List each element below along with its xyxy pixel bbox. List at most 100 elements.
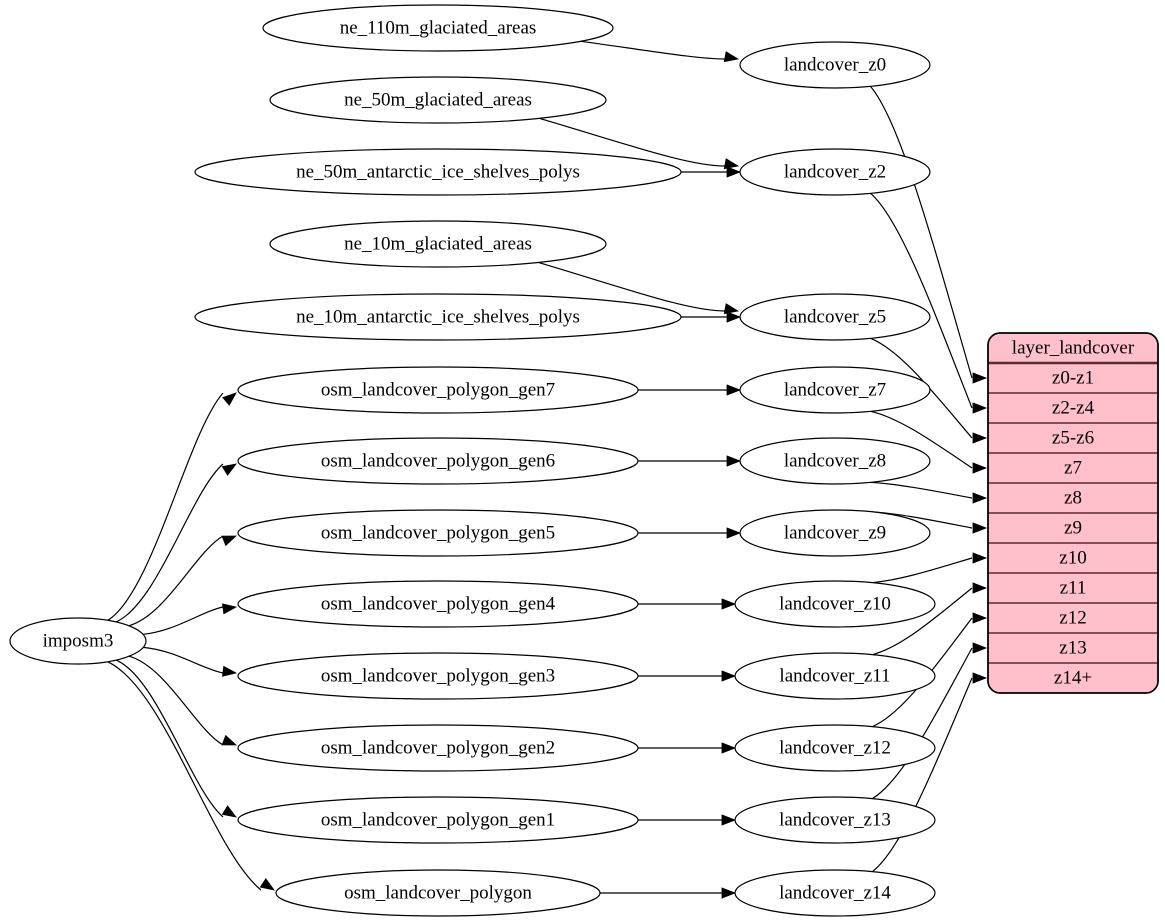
node-osm_landcover_polygon[interactable]: osm_landcover_polygon <box>275 869 601 917</box>
node-shape-landcover_z11 <box>734 652 936 700</box>
node-landcover_z11[interactable]: landcover_z11 <box>734 652 936 700</box>
node-label-landcover_z13: landcover_z13 <box>779 809 891 830</box>
edge-arrowhead <box>972 582 988 594</box>
node-label-landcover_z14: landcover_z14 <box>779 882 891 903</box>
node-osm_landcover_polygon_gen6[interactable]: osm_landcover_polygon_gen6 <box>237 437 639 485</box>
layer-table-row-z5_z6[interactable]: z5-z6 <box>1052 427 1094 448</box>
edge-landcover_z10-to-layer_landcover-z10 <box>872 557 973 584</box>
edge-arrowhead <box>222 392 237 406</box>
node-landcover_z13[interactable]: landcover_z13 <box>734 796 936 844</box>
edge-arrowhead <box>972 402 988 414</box>
node-label-landcover_z10: landcover_z10 <box>779 593 891 614</box>
node-shape-landcover_z7 <box>739 366 931 414</box>
node-shape-ne_50m_antarctic_ice_shelves_polys <box>194 148 682 196</box>
edge-arrowhead <box>721 814 737 826</box>
edge-ne_10m_glaciated_areas-to-landcover_z5 <box>538 261 726 312</box>
node-landcover_z2[interactable]: landcover_z2 <box>739 148 931 196</box>
node-label-ne_50m_glaciated_areas: ne_50m_glaciated_areas <box>344 89 532 110</box>
edge-arrowhead <box>972 522 988 534</box>
node-label-osm_landcover_polygon_gen5: osm_landcover_polygon_gen5 <box>321 522 555 543</box>
edge-arrowhead <box>726 455 742 467</box>
node-shape-osm_landcover_polygon_gen4 <box>237 580 639 628</box>
node-landcover_z7[interactable]: landcover_z7 <box>739 366 931 414</box>
edge-ne_50m_glaciated_areas-to-landcover_z2 <box>539 117 726 167</box>
edge-landcover_z0-to-layer_landcover-z0_z1 <box>870 85 973 379</box>
node-label-osm_landcover_polygon_gen1: osm_landcover_polygon_gen1 <box>321 809 555 830</box>
edge-arrowhead <box>221 463 237 476</box>
edge-arrowhead <box>221 535 238 547</box>
edge-arrowhead <box>972 612 988 624</box>
edges-layer <box>107 40 988 899</box>
node-shape-osm_landcover_polygon <box>275 869 601 917</box>
layer-table-row-z12[interactable]: z12 <box>1059 607 1086 628</box>
node-label-imposm3: imposm3 <box>43 630 114 651</box>
edge-landcover_z5-to-layer_landcover-z5_z6 <box>870 337 973 439</box>
edge-arrowhead <box>972 462 988 474</box>
node-landcover_z8[interactable]: landcover_z8 <box>739 437 931 485</box>
node-shape-landcover_z13 <box>734 796 936 844</box>
layer-table-row-z2_z4[interactable]: z2-z4 <box>1052 397 1095 418</box>
edge-imposm3-to-osm_landcover_polygon_gen5 <box>128 535 224 627</box>
node-label-landcover_z5: landcover_z5 <box>784 306 886 327</box>
node-imposm3[interactable]: imposm3 <box>9 617 147 665</box>
node-shape-ne_50m_glaciated_areas <box>269 76 607 124</box>
node-label-landcover_z7: landcover_z7 <box>784 379 886 400</box>
node-landcover_z14[interactable]: landcover_z14 <box>734 869 936 917</box>
layer-table-row-z0_z1[interactable]: z0-z1 <box>1052 367 1094 388</box>
node-osm_landcover_polygon_gen3[interactable]: osm_landcover_polygon_gen3 <box>237 652 639 700</box>
node-ne_10m_glaciated_areas[interactable]: ne_10m_glaciated_areas <box>269 220 607 268</box>
node-shape-osm_landcover_polygon_gen5 <box>237 509 639 557</box>
edge-ne_110m_glaciated_areas-to-landcover_z0 <box>580 40 726 60</box>
node-osm_landcover_polygon_gen7[interactable]: osm_landcover_polygon_gen7 <box>237 366 639 414</box>
nodes-layer: imposm3 ne_110m_glaciated_areas ne_50m_gla… <box>9 4 936 917</box>
edge-arrowhead <box>726 384 742 396</box>
node-landcover_z0[interactable]: landcover_z0 <box>739 41 931 89</box>
edge-arrowhead <box>721 598 737 610</box>
edge-imposm3-to-osm_landcover_polygon <box>107 661 262 891</box>
edge-arrowhead <box>259 878 275 891</box>
node-landcover_z10[interactable]: landcover_z10 <box>734 580 936 628</box>
layer-table-row-z11[interactable]: z11 <box>1060 577 1087 598</box>
node-shape-ne_110m_glaciated_areas <box>262 4 614 52</box>
layer-table-row-z7[interactable]: z7 <box>1064 457 1082 478</box>
node-shape-landcover_z0 <box>739 41 931 89</box>
node-label-landcover_z12: landcover_z12 <box>779 737 891 758</box>
node-osm_landcover_polygon_gen1[interactable]: osm_landcover_polygon_gen1 <box>237 796 639 844</box>
node-label-osm_landcover_polygon_gen3: osm_landcover_polygon_gen3 <box>321 665 555 686</box>
layer-table-row-z8[interactable]: z8 <box>1064 487 1082 508</box>
layer-table-border <box>987 332 1159 694</box>
edge-arrowhead <box>221 734 238 746</box>
node-label-landcover_z8: landcover_z8 <box>784 450 886 471</box>
layer-table-row-z13[interactable]: z13 <box>1059 637 1086 658</box>
node-landcover_z12[interactable]: landcover_z12 <box>734 724 936 772</box>
edge-arrowhead <box>221 805 237 818</box>
edge-arrowhead <box>723 51 740 63</box>
layer-table-row-z9[interactable]: z9 <box>1064 517 1082 538</box>
node-osm_landcover_polygon_gen5[interactable]: osm_landcover_polygon_gen5 <box>237 509 639 557</box>
edge-imposm3-to-osm_landcover_polygon_gen4 <box>143 606 224 635</box>
edge-arrowhead <box>723 303 740 315</box>
node-landcover_z9[interactable]: landcover_z9 <box>739 509 931 557</box>
edge-arrowhead <box>221 665 238 677</box>
edge-arrowhead <box>721 670 737 682</box>
node-label-osm_landcover_polygon_gen7: osm_landcover_polygon_gen7 <box>321 379 555 400</box>
layer-table-row-z14p[interactable]: z14+ <box>1054 667 1092 688</box>
node-ne_50m_glaciated_areas[interactable]: ne_50m_glaciated_areas <box>269 76 607 124</box>
layer-table-row-z10[interactable]: z10 <box>1059 547 1086 568</box>
node-osm_landcover_polygon_gen2[interactable]: osm_landcover_polygon_gen2 <box>237 724 639 772</box>
edge-imposm3-to-osm_landcover_polygon_gen1 <box>115 659 224 818</box>
node-ne_50m_antarctic_ice_shelves_polys[interactable]: ne_50m_antarctic_ice_shelves_polys <box>194 148 682 196</box>
node-landcover_z5[interactable]: landcover_z5 <box>739 293 931 341</box>
node-label-osm_landcover_polygon_gen2: osm_landcover_polygon_gen2 <box>321 737 555 758</box>
node-shape-osm_landcover_polygon_gen1 <box>237 796 639 844</box>
node-ne_10m_antarctic_ice_shelves_polys[interactable]: ne_10m_antarctic_ice_shelves_polys <box>194 293 682 341</box>
layer-table-header: layer_landcover <box>1012 337 1135 358</box>
node-osm_landcover_polygon_gen4[interactable]: osm_landcover_polygon_gen4 <box>237 580 639 628</box>
node-ne_110m_glaciated_areas[interactable]: ne_110m_glaciated_areas <box>262 4 614 52</box>
edge-arrowhead <box>221 603 238 615</box>
edge-arrowhead <box>723 158 740 170</box>
edge-imposm3-to-osm_landcover_polygon_gen6 <box>115 463 224 623</box>
edge-arrowhead <box>972 642 988 654</box>
